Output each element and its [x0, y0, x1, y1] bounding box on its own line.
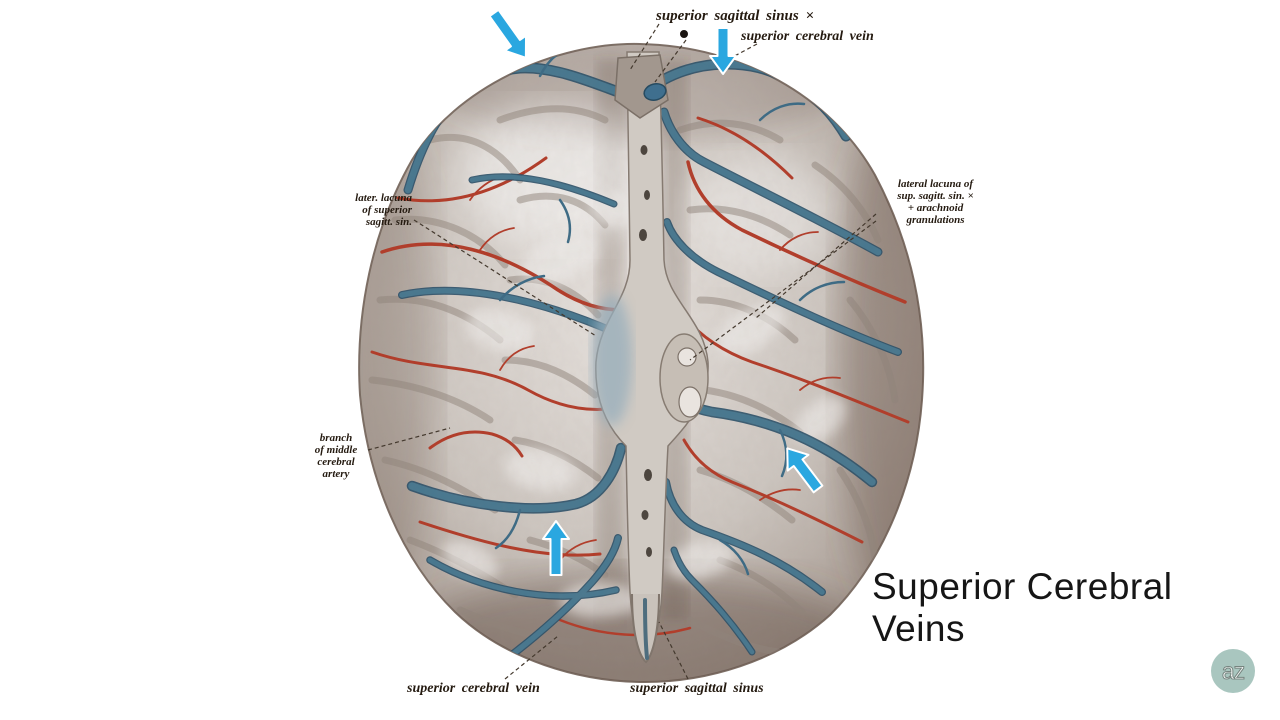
reference-dot — [680, 30, 688, 38]
lateral-lacuna — [592, 294, 632, 426]
label-superior-sagittal-sinus-top: superior sagittal sinus × — [656, 8, 815, 24]
highlight-arrow-top-left — [488, 8, 528, 59]
label-lateral-lacuna-left: later. lacuna of superior sagitt. sin. — [355, 192, 412, 228]
az-logo: az — [1211, 649, 1255, 693]
highlight-arrow-right — [786, 447, 824, 494]
leader-lines — [367, 23, 877, 680]
slide-title: Superior Cerebral Veins — [872, 566, 1173, 649]
highlight-arrow-bottom-center — [542, 520, 570, 576]
superior-sagittal-sinus — [592, 51, 709, 664]
label-superior-sagittal-sinus-bottom: superior sagittal sinus — [630, 681, 764, 696]
sinus-lumen — [643, 83, 667, 101]
highlight-arrow-top-center — [709, 27, 737, 75]
sinus-cut-face — [614, 54, 669, 119]
brain-hemispheres — [358, 42, 925, 684]
label-middle-cerebral-artery-branch: branch of middle cerebral artery — [314, 432, 358, 480]
label-superior-cerebral-vein-bottom: superior cerebral vein — [407, 681, 540, 696]
label-lateral-lacuna-right: lateral lacuna of sup. sagitt. sin. × + … — [897, 178, 974, 226]
label-superior-cerebral-vein-top: superior cerebral vein — [741, 29, 874, 44]
